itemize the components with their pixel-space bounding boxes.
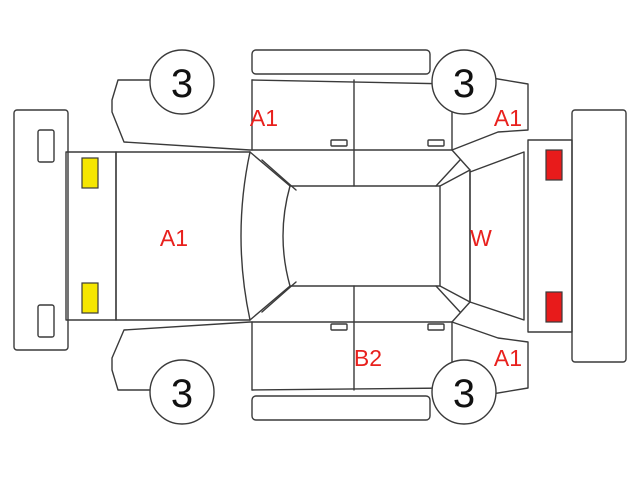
front-bumper-tab-top [37,129,55,163]
damage-code-door-right-rear: B2 [354,345,382,371]
door-lines-bottom [251,285,453,391]
damage-code-rear-left: A1 [494,105,522,131]
damage-code-hood: A1 [160,225,188,251]
rear-lamp-box [527,139,573,333]
rear-glass-frame [439,169,471,303]
wheel-rear-left-number: 3 [171,372,193,416]
front-lamp-top [81,157,99,189]
door-handle-bottom-front [330,323,348,331]
windshield-inner [261,159,297,313]
wheel-rear-right: 3 [431,359,497,425]
side-skirt-bottom [251,395,431,421]
windshield-outer [240,151,251,321]
wheel-front-left: 3 [149,49,215,115]
roof [289,185,441,287]
wheel-rear-left: 3 [149,359,215,425]
door-handle-top-front [330,139,348,147]
front-bumper [13,109,69,351]
front-lamp-box [65,151,117,321]
wheel-front-right: 3 [431,49,497,115]
rear-bumper [571,109,627,363]
rear-pillar-lines [435,149,471,323]
damage-code-rear-right: A1 [494,345,522,371]
wheel-front-right-number: 3 [453,62,475,106]
door-handle-bottom-rear [427,323,445,331]
wheel-rear-right-number: 3 [453,372,475,416]
damage-code-rear-window: W [470,225,492,251]
wheel-front-left-number: 3 [171,62,193,106]
door-handle-top-rear [427,139,445,147]
rear-lamp-top [545,149,563,181]
front-lamp-bottom [81,282,99,314]
door-lines-top [251,79,453,187]
damage-code-roof-left-front: A1 [250,105,278,131]
side-skirt-top [251,49,431,75]
front-bumper-tab-bottom [37,304,55,338]
rear-glass [469,151,525,321]
windshield-frame [249,151,291,321]
rear-lamp-bottom [545,291,563,323]
